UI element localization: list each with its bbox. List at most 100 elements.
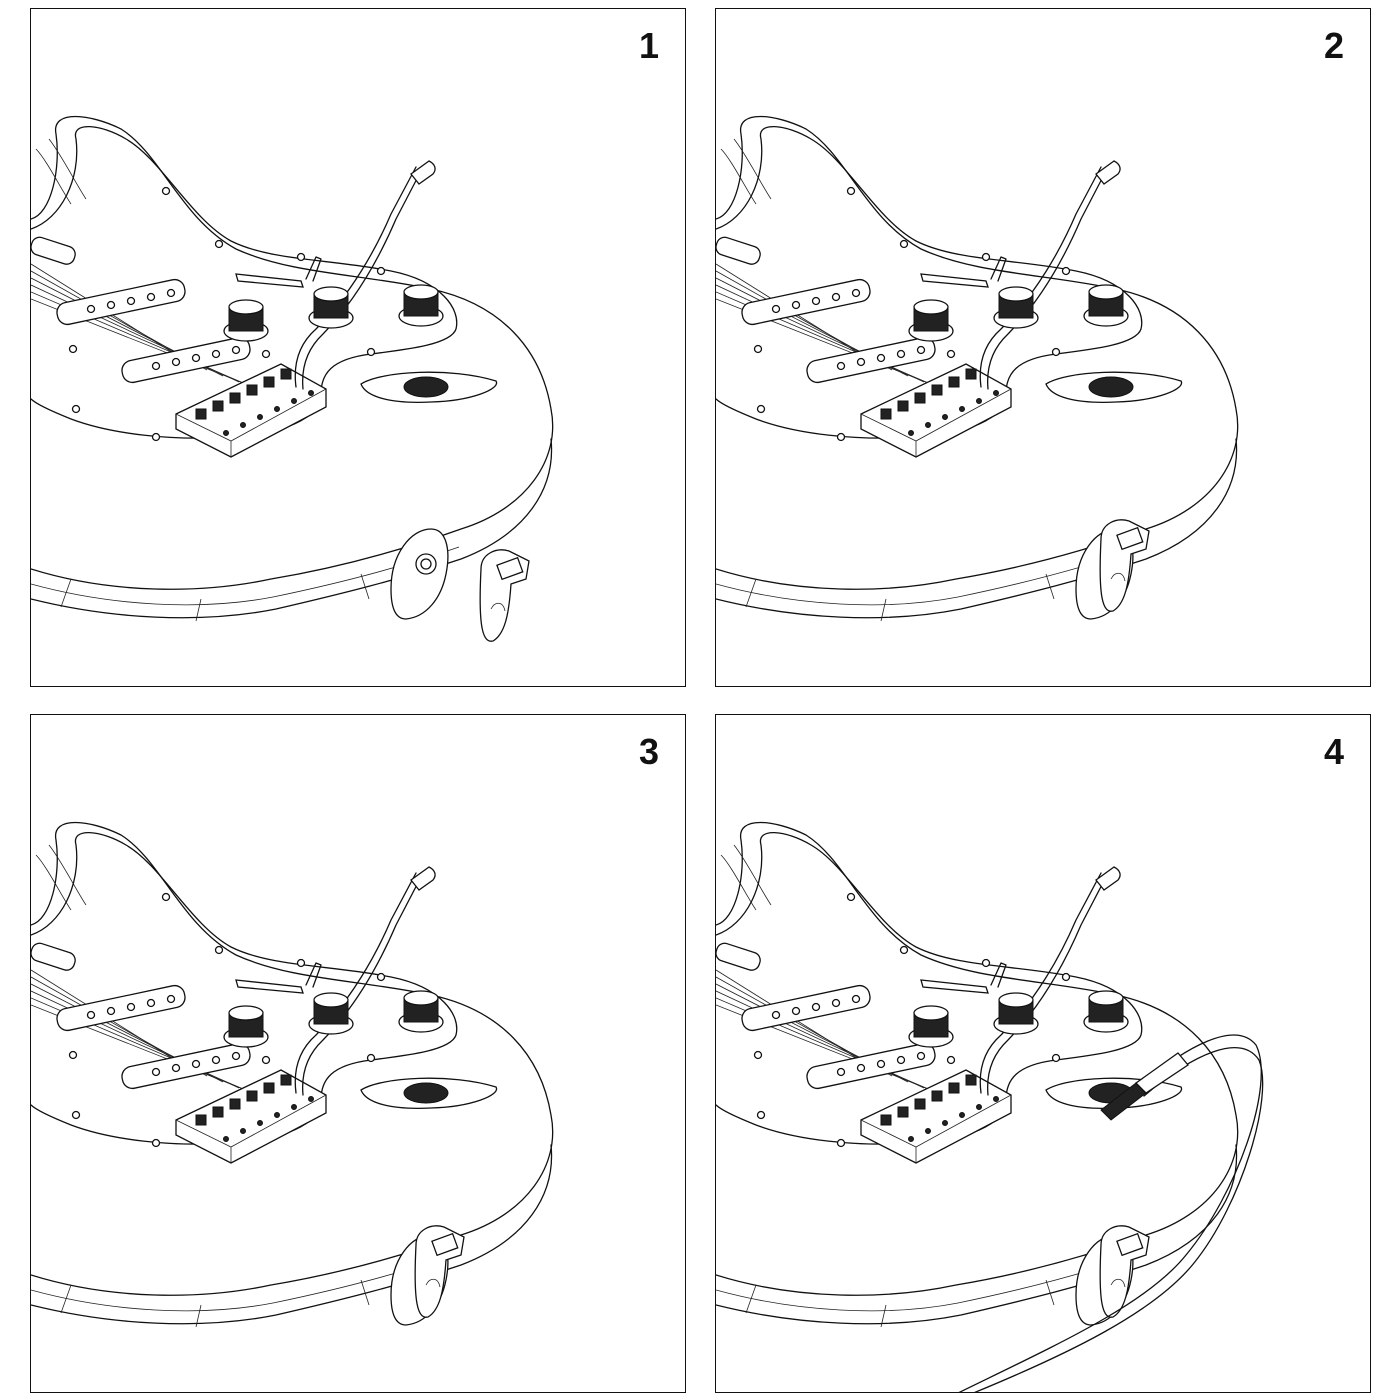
bridge-screw (223, 430, 229, 436)
bridge (175, 160, 436, 458)
step-panel-1: 1 (30, 8, 686, 687)
pickup-pole (86, 1010, 96, 1020)
pickup-pole (151, 1067, 161, 1077)
pickguard-screw (71, 404, 81, 414)
selector-slot (920, 273, 989, 288)
step-number-3: 3 (638, 731, 659, 772)
knob-top (998, 286, 1034, 302)
knob-top (313, 286, 349, 302)
bridge-screw (942, 1120, 948, 1126)
step-number-1: 1 (638, 25, 659, 66)
control-knobs (908, 256, 1129, 342)
pickguard-screw (296, 958, 306, 968)
selector-slot (920, 979, 989, 994)
knob-top (313, 992, 349, 1008)
bridge-screw (274, 1112, 280, 1118)
pickguard-screw (946, 349, 956, 359)
bridge-saddle (948, 376, 960, 388)
pickups (31, 236, 251, 384)
guitar-illustration-1 (31, 115, 554, 642)
bridge-saddle (897, 400, 909, 412)
selector-slot (235, 979, 304, 994)
guitar-illustration-4 (716, 821, 1264, 1392)
pickups (716, 942, 936, 1090)
strap-lock-detached (479, 549, 530, 642)
knob-top (913, 299, 949, 315)
bridge-saddle (195, 1114, 207, 1126)
pickup-pole (791, 1006, 801, 1016)
pickguard-screw (1061, 266, 1071, 276)
guitar-body (716, 115, 1239, 622)
pickup-bridge (121, 1042, 251, 1090)
jack-hole (1088, 376, 1134, 398)
pickup-pole (771, 1010, 781, 1020)
guitar-illustration-2 (716, 115, 1239, 622)
pickup-pole (831, 998, 841, 1008)
bridge-saddle (280, 368, 292, 380)
bridge-saddle (246, 384, 258, 396)
bridge-saddle (212, 400, 224, 412)
bridge-screw (942, 414, 948, 420)
bridge-screw (308, 1096, 314, 1102)
bridge-screw (925, 422, 931, 428)
bridge-screw (308, 390, 314, 396)
pickup-pole (876, 1059, 886, 1069)
pickup-pole (896, 349, 906, 359)
tremolo-tip (1095, 160, 1121, 185)
bridge-saddle (931, 1090, 943, 1102)
strap-lock-attached (414, 1225, 465, 1318)
bridge-saddle (195, 408, 207, 420)
pickup-pole (836, 361, 846, 371)
pickup-pole (851, 994, 861, 1004)
knob-top (403, 990, 439, 1006)
pickup-bridge (806, 1042, 936, 1090)
pickguard-screw (846, 186, 856, 196)
pickguard-screw (376, 266, 386, 276)
pickup-middle (741, 278, 871, 326)
selector-switch (305, 962, 322, 988)
pickguard-screw (296, 252, 306, 262)
tremolo-tip (1095, 866, 1121, 891)
bridge-saddle (229, 1098, 241, 1110)
output-jack (360, 371, 498, 403)
pickup-pole (146, 292, 156, 302)
bridge-saddle (965, 1074, 977, 1086)
pickguard-screw (71, 1110, 81, 1120)
bridge-saddle (246, 1090, 258, 1102)
knob-top (228, 1005, 264, 1021)
pickguard-screw (753, 344, 763, 354)
pickguard-screw (214, 239, 224, 249)
pickup-middle (56, 278, 186, 326)
pickup-pole (106, 1006, 116, 1016)
strap-lock-tab (431, 1232, 459, 1257)
pickups (31, 942, 251, 1090)
bridge-saddle (948, 1082, 960, 1094)
bridge (860, 160, 1121, 458)
pickup-pole (836, 1067, 846, 1077)
control-knobs (908, 962, 1129, 1048)
pickguard-screw (1051, 1053, 1061, 1063)
pickguard-screw (151, 1138, 161, 1148)
guitar-body (716, 821, 1264, 1392)
bridge-screw (976, 398, 982, 404)
pickguard-screw (946, 1055, 956, 1065)
pickup-pole (231, 345, 241, 355)
pickup-bridge (806, 336, 936, 384)
selector-switch (305, 256, 322, 282)
bridge (175, 866, 436, 1164)
pickup-pole (811, 1002, 821, 1012)
pickup-pole (851, 288, 861, 298)
bridge-saddle (263, 376, 275, 388)
bridge-saddle (263, 1082, 275, 1094)
pickup-pole (171, 1063, 181, 1073)
bridge-saddle (914, 392, 926, 404)
bridge-screw (925, 1128, 931, 1134)
output-jack (1045, 371, 1183, 403)
cable-plug-body (1134, 1052, 1189, 1094)
pickup-pole (856, 1063, 866, 1073)
jack-hole (403, 1082, 449, 1104)
pickguard-screw (376, 972, 386, 982)
cable (958, 1034, 1262, 1392)
bridge-saddle (897, 1106, 909, 1118)
step-number-4: 4 (1323, 731, 1344, 772)
